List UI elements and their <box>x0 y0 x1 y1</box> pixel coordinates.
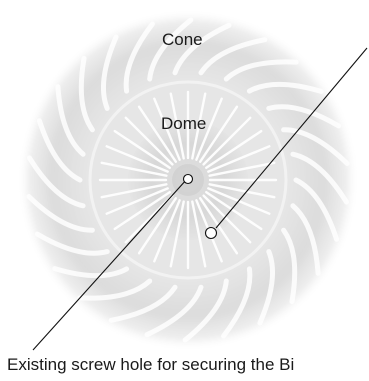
dome-rib <box>113 129 171 170</box>
cone-fin <box>55 84 86 157</box>
dome-rib <box>195 97 223 161</box>
dome-rib <box>205 190 263 231</box>
dome-rib <box>191 92 207 160</box>
cone-fin <box>34 231 110 256</box>
dome-rib <box>208 183 276 199</box>
cone-fin <box>246 81 324 94</box>
screw-hole-label: Existing screw hole for securing the Bi <box>7 355 295 374</box>
cone-fin <box>290 151 349 205</box>
cone-fin <box>26 194 95 233</box>
dome-rib <box>169 92 185 160</box>
screw-hole-marker <box>182 173 194 185</box>
cone-fin <box>182 278 229 343</box>
cone-fin <box>100 34 119 111</box>
cone-fin <box>198 37 268 76</box>
cone-fin <box>281 127 350 166</box>
dome-label: Dome <box>161 114 207 133</box>
cone-fin <box>27 155 86 209</box>
cone-fin <box>144 284 204 338</box>
dome-rib <box>205 129 263 170</box>
dome-rib <box>169 200 185 268</box>
cone-fin <box>123 21 155 94</box>
dome-rib <box>100 183 168 199</box>
circle-marker <box>204 226 218 240</box>
cone-swirl-fins <box>26 17 350 343</box>
cone-label: Cone <box>162 30 203 49</box>
leader-line-screw-hole <box>32 178 188 351</box>
dome-rib <box>198 105 239 163</box>
cone-fin <box>223 59 299 82</box>
cone-fin <box>281 227 298 305</box>
cone-fin <box>36 118 83 183</box>
cone-fin <box>293 177 340 242</box>
dome-rib <box>137 105 178 163</box>
cone-fin <box>290 203 321 276</box>
dome-rib <box>191 200 207 268</box>
cone-fin <box>221 266 253 339</box>
cone-fin <box>147 17 194 82</box>
cone-fin <box>52 266 130 279</box>
dome-rib <box>202 194 252 244</box>
dome-rib <box>202 116 252 166</box>
cone-fin <box>266 104 342 129</box>
cone-fin <box>108 284 178 323</box>
dome-rib <box>105 145 169 173</box>
cone-fin <box>172 22 232 76</box>
cone-fin <box>78 55 95 133</box>
cone-fin <box>257 249 276 326</box>
dome-rib <box>113 190 171 231</box>
dome-rib <box>137 197 178 255</box>
dome-rib <box>153 97 181 161</box>
dome-rib <box>207 145 271 173</box>
leader-line-upper-right <box>215 47 368 229</box>
dome-rib <box>100 161 168 177</box>
cone-fin <box>77 278 153 301</box>
dome-rib <box>208 161 276 177</box>
dome-rib <box>124 116 174 166</box>
dome-rib <box>153 199 181 263</box>
dome-rib <box>105 187 169 215</box>
